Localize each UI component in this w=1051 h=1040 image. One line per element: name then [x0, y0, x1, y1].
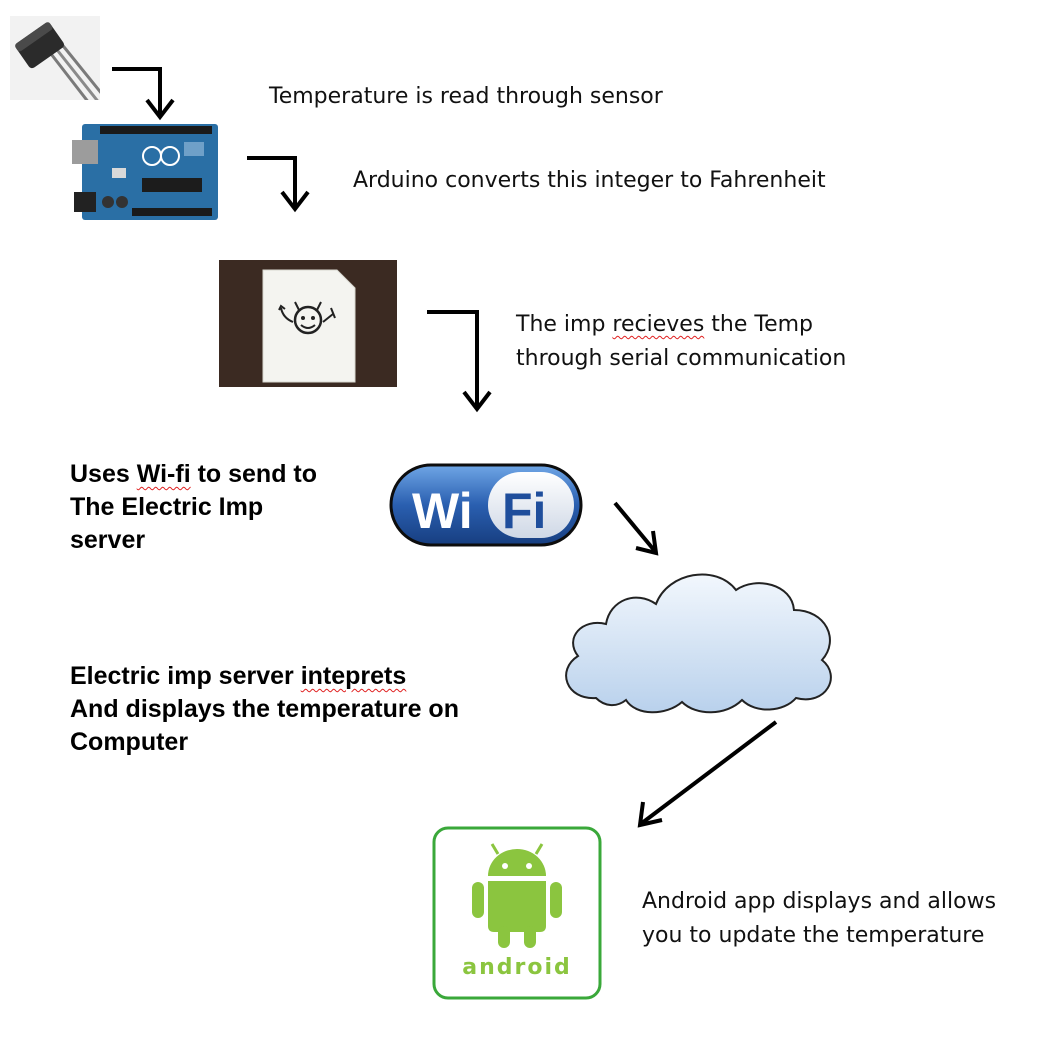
arrow-arduino-to-imp — [247, 158, 308, 209]
wifi-step-line-2: The Electric Imp — [70, 491, 317, 524]
imp-step-line-1: The imp recieves the Temp — [516, 308, 846, 342]
arrow-wifi-to-cloud — [615, 503, 656, 553]
sensor-step-label: Temperature is read through sensor — [269, 80, 663, 114]
android-step-label: Android app displays and allows you to u… — [642, 885, 996, 953]
arrow-imp-to-wifi — [427, 312, 490, 409]
wifi-step-line-3: server — [70, 524, 317, 557]
server-step-line-1: Electric imp server inteprets — [70, 660, 459, 693]
imp-step-label: The imp recieves the Temp through serial… — [516, 308, 846, 376]
imp-step-line-2: through serial communication — [516, 342, 846, 376]
arduino-step-label: Arduino converts this integer to Fahrenh… — [353, 164, 826, 198]
server-step-label: Electric imp server inteprets And displa… — [70, 660, 459, 759]
android-step-line-2: you to update the temperature — [642, 919, 996, 953]
server-step-line-2: And displays the temperature on — [70, 693, 459, 726]
android-step-line-1: Android app displays and allows — [642, 885, 996, 919]
server-step-line-3: Computer — [70, 726, 459, 759]
wifi-step-label: Uses Wi-fi to send to The Electric Imp s… — [70, 458, 317, 557]
wifi-step-line-1: Uses Wi-fi to send to — [70, 458, 317, 491]
arrow-sensor-to-arduino — [112, 69, 173, 117]
arrow-cloud-to-android — [640, 722, 776, 825]
